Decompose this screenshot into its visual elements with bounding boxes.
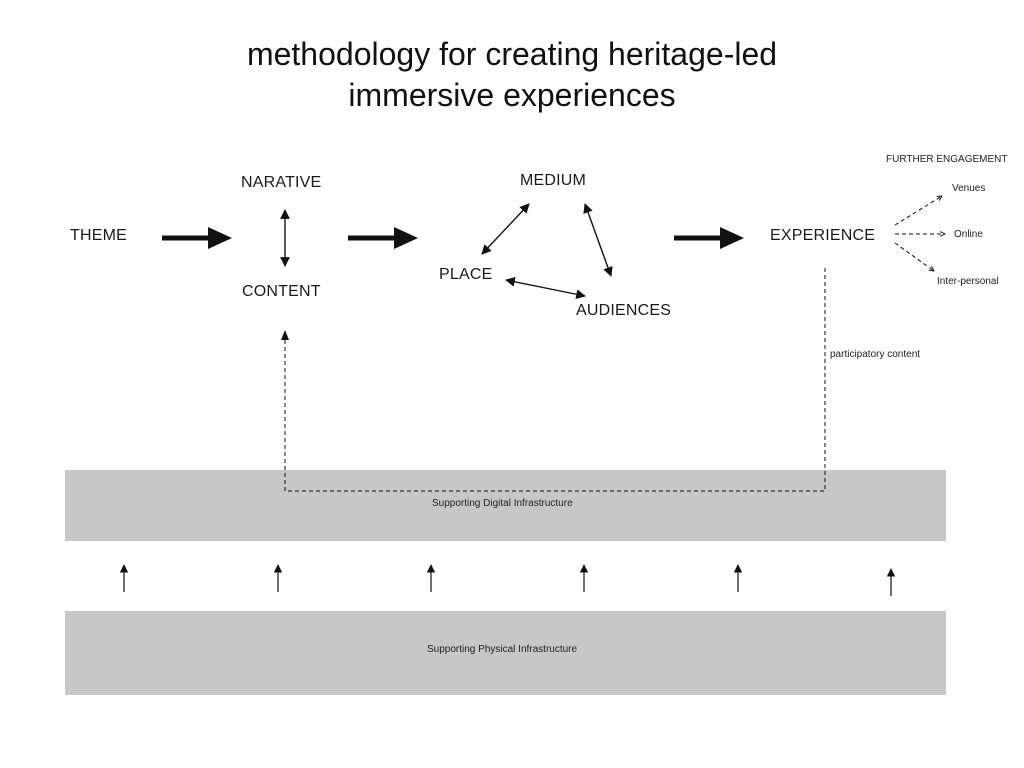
physical-infrastructure-band bbox=[65, 611, 946, 695]
physical-infrastructure-label: Supporting Physical Infrastructure bbox=[427, 644, 578, 655]
title-line-2: immersive experiences bbox=[348, 77, 676, 113]
node-medium: MEDIUM bbox=[520, 172, 587, 189]
dashed-feedback-loop bbox=[284, 268, 826, 492]
flow-arrow-content-to-place bbox=[348, 227, 418, 249]
node-narative: NARATIVE bbox=[241, 174, 322, 191]
feedback-arrow-head bbox=[281, 330, 289, 340]
node-experience: EXPERIENCE bbox=[770, 227, 876, 244]
further-engagement-heading: FURTHER ENGAGEMENT bbox=[886, 154, 1008, 165]
title-line-1: methodology for creating heritage-led bbox=[246, 36, 778, 72]
digital-infrastructure-band bbox=[65, 470, 946, 541]
page-title: methodology for creating heritage-led im… bbox=[0, 34, 1024, 116]
node-theme: THEME bbox=[70, 227, 127, 244]
dashed-arrow-venues bbox=[894, 196, 942, 226]
arrow-place-audiences bbox=[505, 276, 586, 300]
flow-arrow-theme-to-narrative bbox=[162, 227, 232, 249]
node-audiences: AUDIENCES bbox=[576, 302, 672, 319]
support-arrows bbox=[119, 564, 896, 596]
node-content: CONTENT bbox=[242, 283, 321, 300]
participatory-content-label: participatory content bbox=[830, 349, 921, 360]
node-place: PLACE bbox=[439, 266, 493, 283]
engagement-inter-personal: Inter-personal bbox=[937, 276, 999, 287]
arrow-medium-audiences bbox=[583, 203, 613, 277]
digital-infrastructure-label: Supporting Digital Infrastructure bbox=[432, 498, 573, 509]
arrow-medium-place bbox=[481, 203, 530, 255]
engagement-venues: Venues bbox=[952, 183, 986, 194]
flow-arrow-audiences-to-experience bbox=[674, 227, 744, 249]
engagement-online: Online bbox=[954, 229, 983, 240]
dashed-arrow-inter-personal bbox=[894, 242, 934, 271]
